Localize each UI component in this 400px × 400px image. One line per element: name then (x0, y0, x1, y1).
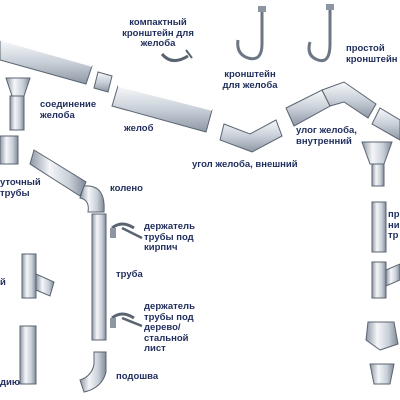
pipe-holder-brick-icon (110, 222, 143, 240)
label-gutter-bracket: кронштейн для желоба (222, 69, 278, 91)
label-shoe: подошва (116, 371, 159, 382)
gutter-main (111, 85, 213, 133)
label-gutter-corner-inner: улог желоба, внутренний (296, 125, 357, 147)
left-funnel (0, 77, 31, 165)
label-left-fragment-2: дию (0, 377, 20, 388)
right-tee (371, 261, 400, 299)
gutter-bracket-icon (236, 6, 266, 61)
gutter-rising (285, 89, 331, 127)
shoe (79, 351, 107, 393)
right-pipe-piece (371, 201, 387, 253)
label-gutter-corner-outer: угол желоба, внешний (192, 159, 298, 170)
gutter-corner-outer (219, 119, 283, 153)
gutter-corner-inner (321, 81, 377, 119)
slanted-pipe (29, 149, 87, 197)
left-tee (21, 253, 55, 299)
label-compact-bracket: компактный кронштейн для желоба (122, 17, 194, 49)
elbow (79, 185, 105, 213)
label-gutter-connector: соединение желоба (40, 99, 97, 121)
gutter-left-run (0, 39, 93, 85)
pipe-holder-wood-icon (110, 312, 143, 328)
label-pipe-holder-brick: держатель трубы под кирпич (144, 221, 195, 253)
simple-bracket-icon (307, 4, 334, 63)
label-funnel-fragment: уточный трубы (0, 177, 41, 199)
compact-bracket-icon (160, 49, 193, 62)
label-right-fragment: пр ни тр (388, 209, 400, 241)
right-shoe (365, 321, 399, 385)
label-pipe-holder-wood: держатель трубы под дерево/ стальной лис… (144, 301, 195, 354)
label-left-fragment-1: й (0, 277, 6, 288)
left-pipe-piece (19, 325, 37, 385)
main-pipe (91, 213, 107, 341)
right-funnel (361, 141, 393, 187)
label-elbow: колено (110, 183, 143, 194)
label-pipe: труба (116, 269, 143, 280)
label-gutter: желоб (124, 123, 154, 134)
gutter-right-run (371, 107, 400, 141)
gutter-connector (93, 71, 113, 93)
label-simple-bracket: простой кронштейн (346, 43, 398, 65)
